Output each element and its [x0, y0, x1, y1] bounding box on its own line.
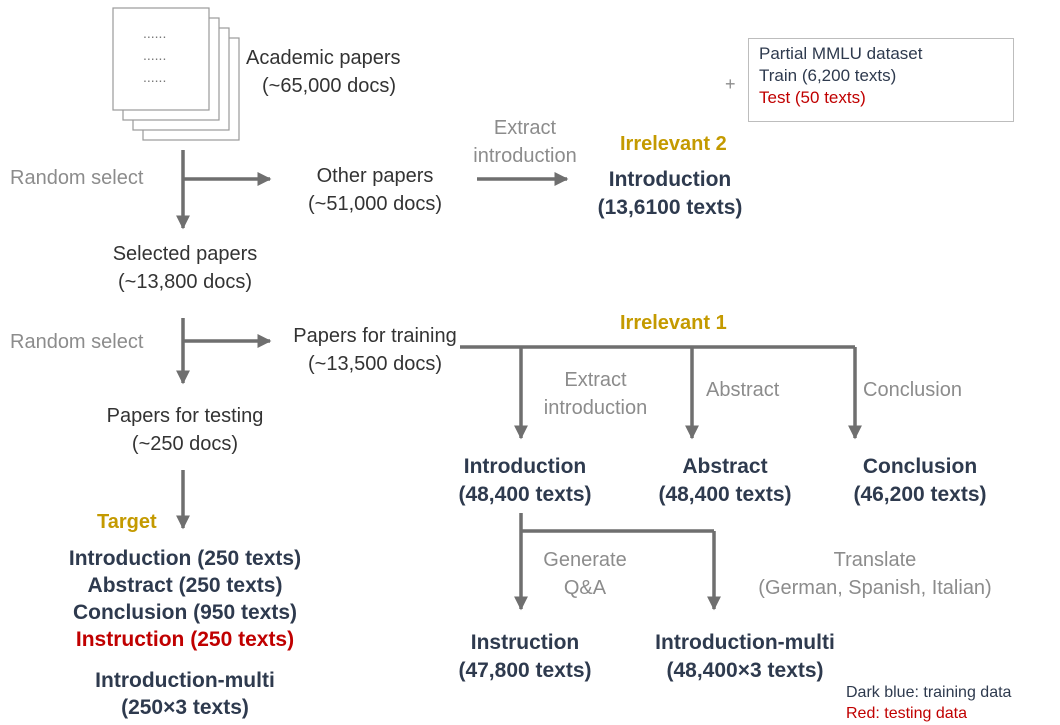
- train-conclusion-count: (46,200 texts): [853, 483, 987, 506]
- train-abstract-count: (48,400 texts): [658, 483, 792, 506]
- selected-papers-label: Selected papers: [112, 243, 258, 265]
- train-intro-title: Introduction: [463, 455, 587, 478]
- other-papers-count: (~51,000 docs): [308, 193, 442, 215]
- random-select-label-1: Random select: [10, 167, 144, 189]
- intro-multi-count: (48,400×3 texts): [666, 659, 824, 682]
- other-papers-label: Other papers: [316, 165, 434, 187]
- extract-top-line2: introduction: [473, 145, 577, 167]
- random-select-label-2: Random select: [10, 331, 144, 353]
- extract-branch-line2: introduction: [543, 397, 648, 419]
- target-tag: Target: [97, 511, 157, 533]
- extract-branch-line1: Extract: [564, 369, 627, 391]
- plus-sign: +: [725, 74, 736, 94]
- academic-papers-label: Academic papers: [246, 47, 401, 69]
- abstract-branch-label: Abstract: [706, 379, 780, 401]
- train-conclusion-title: Conclusion: [862, 455, 978, 478]
- target-introduction: Introduction (250 texts): [68, 547, 302, 570]
- extract-top-line1: Extract: [493, 117, 557, 139]
- train-abstract-title: Abstract: [682, 455, 768, 478]
- instruction-count: (47,800 texts): [458, 659, 592, 682]
- irrelevant-2-title: Introduction: [608, 168, 732, 191]
- legend: Dark blue: training data Red: testing da…: [846, 683, 1011, 725]
- conclusion-branch-label: Conclusion: [863, 379, 962, 401]
- mmlu-train: Train (6,200 texts): [759, 66, 897, 86]
- legend-test: Red: testing data: [846, 704, 967, 722]
- testing-papers-count: (~250 docs): [131, 433, 239, 455]
- doc-dots-1: ......: [143, 25, 166, 41]
- instruction-title: Instruction: [470, 631, 580, 654]
- target-conclusion: Conclusion (950 texts): [72, 601, 298, 624]
- training-papers-count: (~13,500 docs): [308, 353, 442, 375]
- intro-multi-title: Introduction-multi: [655, 631, 835, 654]
- irrelevant-2-count: (13,6100 texts): [597, 196, 743, 219]
- target-intro-multi-count: (250×3 texts): [121, 696, 249, 719]
- generate-line1: Generate: [543, 549, 627, 571]
- mmlu-box: Partial MMLU dataset Train (6,200 texts)…: [748, 38, 1014, 122]
- generate-line2: Q&A: [563, 577, 607, 599]
- target-intro-multi-title: Introduction-multi: [95, 669, 275, 692]
- target-abstract: Abstract (250 texts): [87, 574, 283, 597]
- testing-papers-label: Papers for testing: [106, 405, 264, 427]
- target-instruction: Instruction (250 texts): [75, 628, 295, 651]
- doc-dots-3: ......: [143, 69, 166, 85]
- irrelevant-2-tag: Irrelevant 2: [620, 133, 727, 155]
- selected-papers-count: (~13,800 docs): [118, 271, 252, 293]
- mmlu-test: Test (50 texts): [759, 88, 866, 108]
- documents-icon: ...... ...... ......: [112, 7, 240, 141]
- train-intro-count: (48,400 texts): [458, 483, 592, 506]
- translate-line2: (German, Spanish, Italian): [758, 577, 992, 599]
- doc-dots-2: ......: [143, 47, 166, 63]
- irrelevant-1-tag: Irrelevant 1: [620, 312, 727, 334]
- academic-papers-count: (~65,000 docs): [262, 75, 396, 97]
- training-papers-label: Papers for training: [293, 325, 457, 347]
- legend-train: Dark blue: training data: [846, 684, 1012, 701]
- translate-line1: Translate: [833, 549, 917, 571]
- mmlu-title: Partial MMLU dataset: [759, 44, 923, 63]
